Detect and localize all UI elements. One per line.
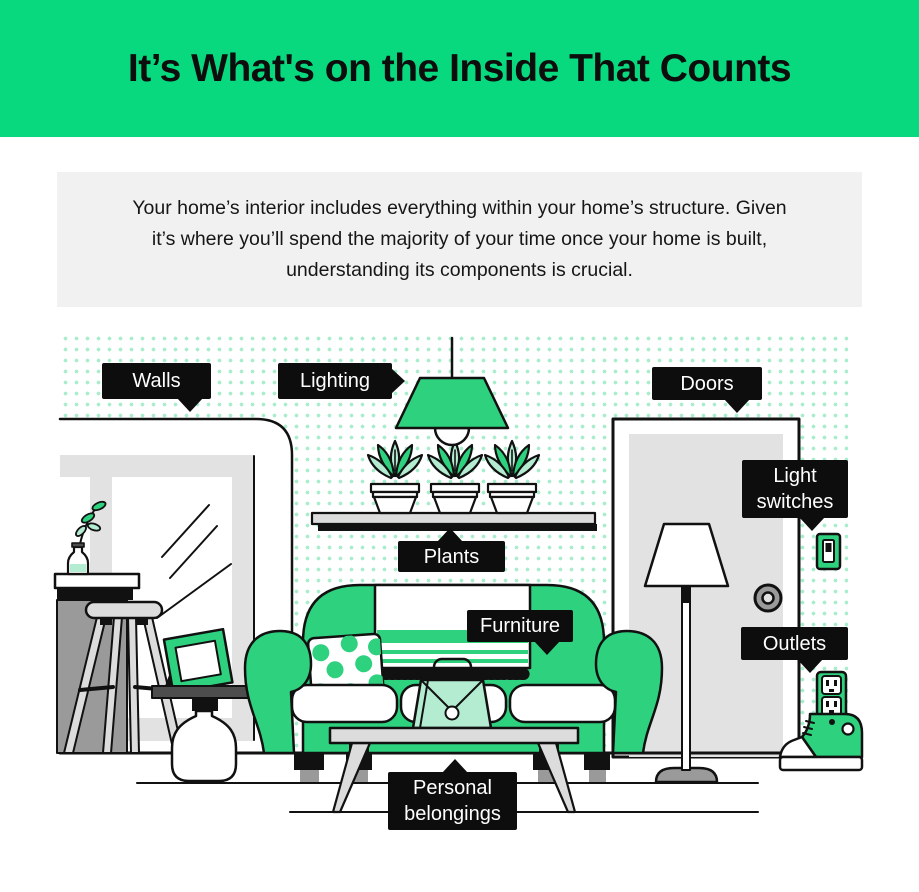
pendant-lamp-icon: [394, 336, 510, 447]
outlet-icon: [815, 670, 848, 721]
header-banner: It’s What's on the Inside That Counts: [0, 0, 919, 137]
sofa-arm: [594, 629, 664, 755]
label-personal-belongings-pointer-icon: [442, 759, 468, 773]
label-doors-pointer-icon: [724, 399, 750, 413]
label-lighting-text: Lighting: [299, 370, 371, 392]
label-light-switches-text: Light switches: [756, 465, 834, 513]
label-outlets-pointer-icon: [797, 659, 823, 673]
seat-cushion: [290, 683, 399, 724]
label-light-switches: Light switches: [742, 460, 848, 531]
label-furniture-text: Furniture: [479, 615, 561, 637]
intro-text: Your home’s interior includes everything…: [132, 197, 787, 281]
bottle-icon: [66, 500, 107, 576]
label-outlets-text: Outlets: [762, 632, 827, 655]
label-personal-belongings-text: Personal belongings: [404, 777, 501, 825]
label-light-switches-pointer-icon: [799, 517, 825, 531]
label-plants-text: Plants: [423, 545, 480, 568]
intro-box: Your home’s interior includes everything…: [57, 172, 862, 307]
label-outlets: Outlets: [741, 627, 848, 673]
label-doors: Doors: [652, 367, 762, 413]
label-furniture-pointer-icon: [534, 641, 560, 655]
coffee-table: [328, 726, 580, 814]
label-doors-text: Doors: [680, 372, 734, 395]
picture-frame-icon: [162, 627, 234, 695]
seat-cushion: [508, 683, 617, 724]
label-plants: Plants: [398, 528, 505, 572]
page-title: It’s What's on the Inside That Counts: [127, 46, 792, 90]
label-personal-belongings: Personal belongings: [388, 759, 517, 830]
label-furniture: Furniture: [467, 610, 573, 655]
floor-lamp-icon: [643, 522, 730, 784]
sneaker-icon: [778, 712, 864, 772]
label-lighting: Lighting: [278, 363, 405, 399]
label-plants-pointer-icon: [437, 528, 463, 542]
label-lighting-pointer-icon: [391, 368, 405, 394]
door-knob-icon: [753, 583, 783, 613]
light-switch-icon: [815, 532, 842, 571]
sofa-arm: [243, 629, 313, 755]
side-table: [151, 627, 249, 783]
label-walls: Walls: [102, 363, 211, 412]
label-walls-pointer-icon: [177, 398, 203, 412]
label-walls-text: Walls: [132, 370, 181, 392]
